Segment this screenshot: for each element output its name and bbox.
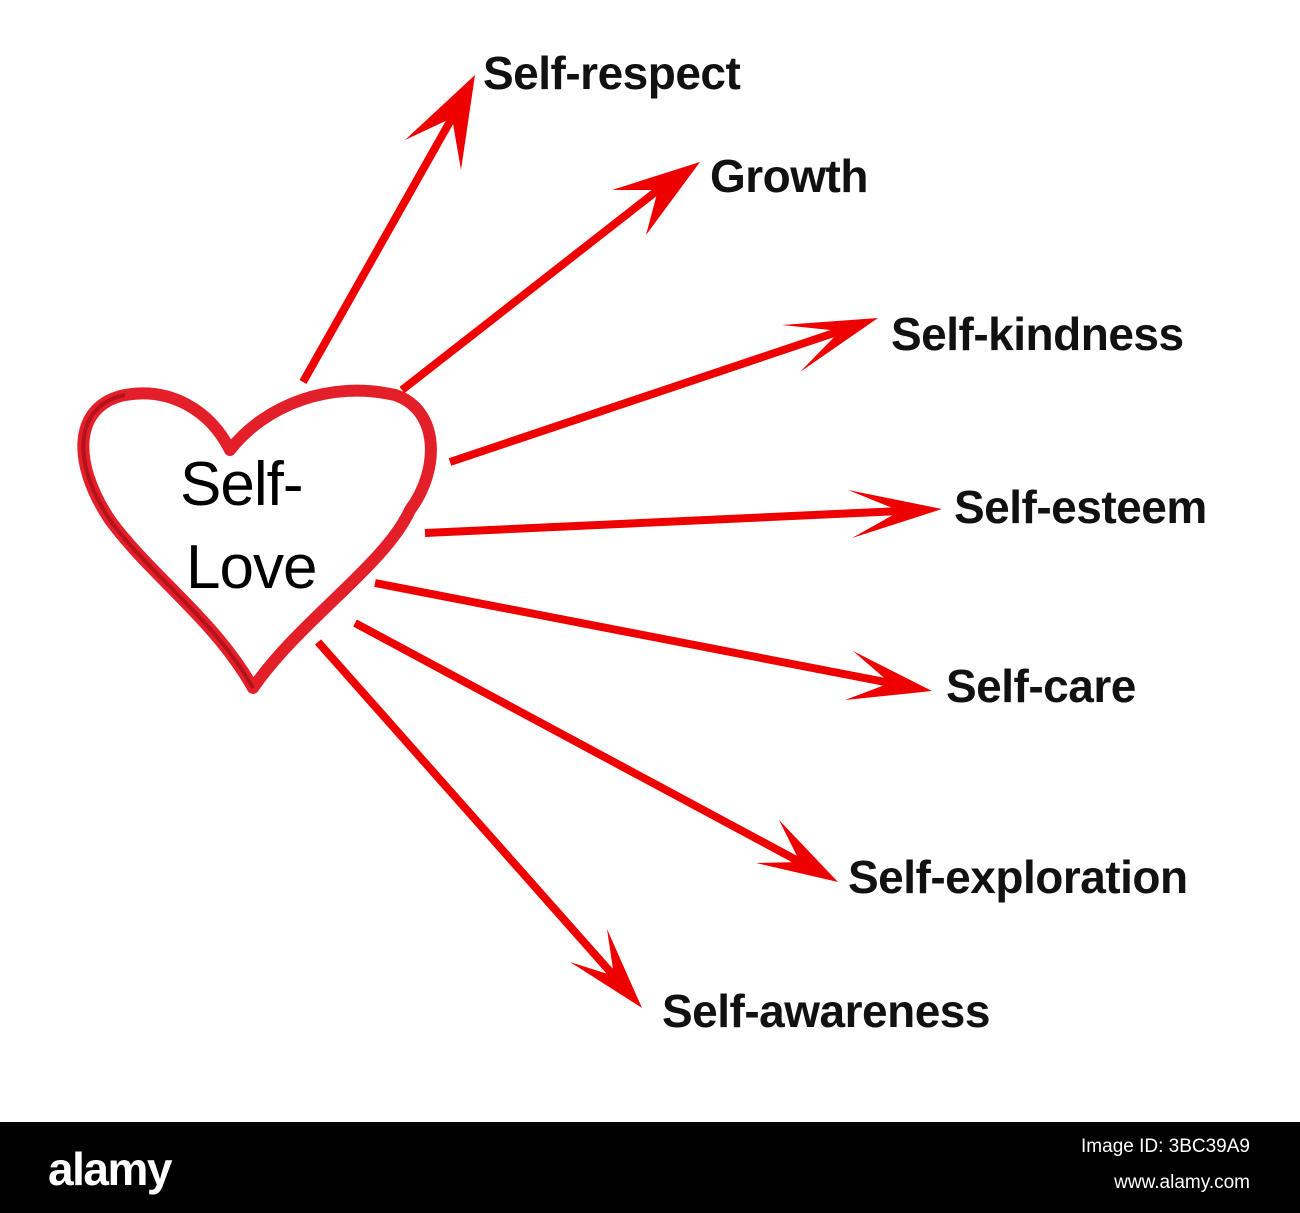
self-love-diagram: Self- Love Sel: [77, 47, 1207, 1037]
brand-logo[interactable]: alamy: [48, 1143, 172, 1195]
branch-label-self-respect: Self-respect: [483, 47, 741, 99]
center-label-line1: Self-: [180, 450, 302, 519]
site-url[interactable]: www.alamy.com: [1114, 1172, 1250, 1193]
heart-icon: [77, 384, 437, 694]
arrow-self-respect: [299, 75, 475, 384]
arrow-self-esteem: [424, 490, 942, 538]
footer-bar: alamy Image ID: 3BC39A9 www.alamy.com: [0, 1122, 1300, 1213]
branch-label-self-care: Self-care: [946, 660, 1136, 712]
branch-label-self-awareness: Self-awareness: [662, 985, 990, 1037]
heart-outline-shade: [81, 393, 255, 689]
branch-label-self-exploration: Self-exploration: [848, 851, 1188, 903]
branch-label-self-kindness: Self-kindness: [891, 308, 1184, 360]
arrow-self-kindness: [448, 318, 878, 466]
branch-label-self-esteem: Self-esteem: [954, 481, 1207, 533]
branch-label-growth: Growth: [710, 150, 868, 202]
arrow-self-awareness: [315, 639, 642, 1008]
arrow-self-care: [374, 579, 932, 700]
center-label-line2: Love: [186, 533, 316, 602]
arrow-growth: [399, 162, 700, 394]
arrows: [299, 75, 942, 1008]
image-id-text: Image ID: 3BC39A9: [1081, 1136, 1250, 1157]
arrow-self-exploration: [353, 619, 838, 882]
